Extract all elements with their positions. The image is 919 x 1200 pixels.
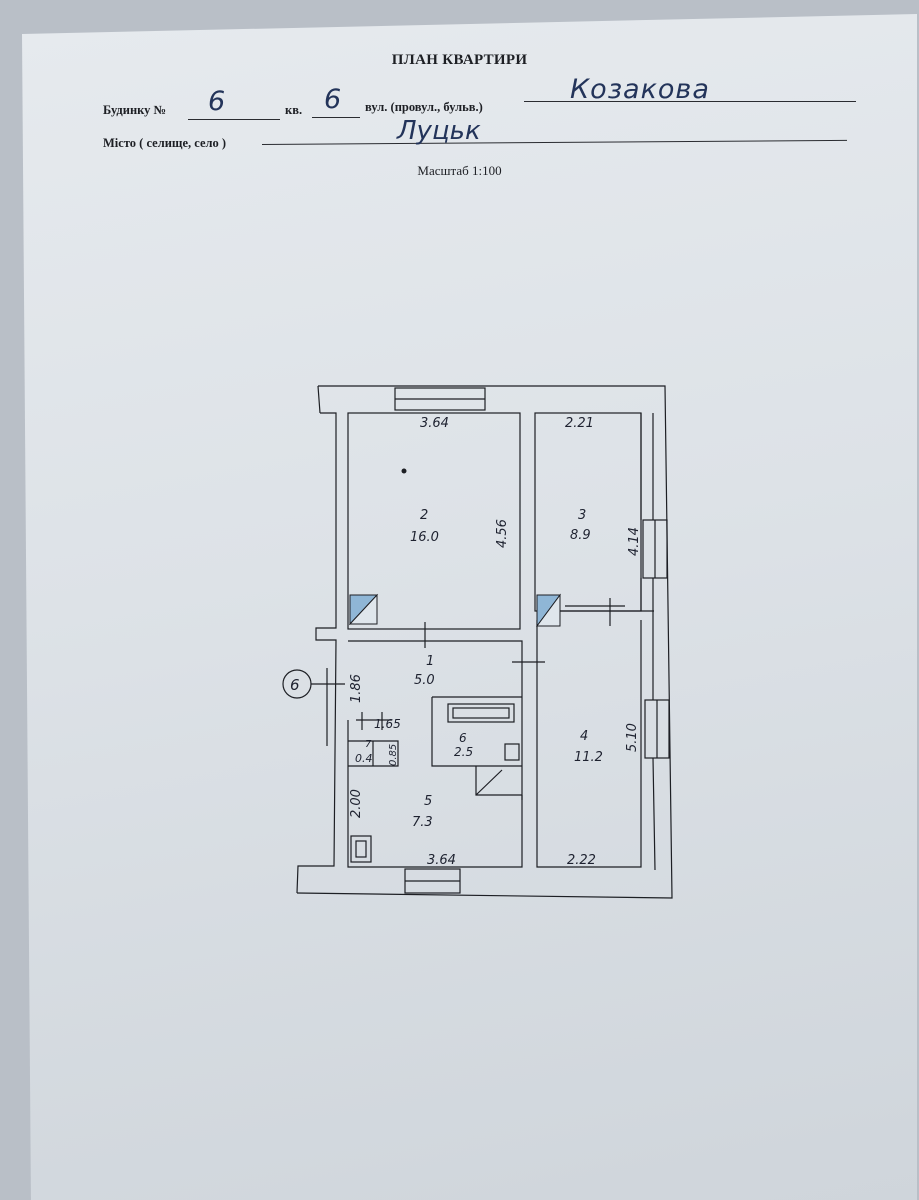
entrance-marker-label: 6 [290,676,300,694]
room-4-area: 11.2 [574,750,603,765]
room-6-number: 6 [459,731,467,745]
room-5-width: 3.64 [427,853,456,868]
city-handwritten: Луцьк [397,116,481,146]
sink [504,743,520,761]
street-underline [524,101,856,102]
room-3-number: 3 [578,508,586,523]
street-label: вул. (провул., бульв.) [365,100,483,114]
house-number-handwritten: 6 [208,86,226,117]
apt-underline [312,117,360,118]
room-1-area: 5.0 [414,673,435,688]
bathtub [447,703,515,723]
room-3-width: 2.21 [565,416,594,431]
house-label: Будинку № [103,103,167,117]
room-5-area: 7.3 [412,815,433,830]
apt-number-handwritten: 6 [324,84,342,115]
house-underline [188,119,280,120]
room-5-number: 5 [424,794,432,809]
room-6-outline [431,696,523,800]
document-title: ПЛАН КВАРТИРИ [391,52,528,68]
room-6-width: 1.65 [374,717,401,731]
room-2-outline [347,412,521,630]
room-1-outline [348,640,523,720]
room-4-number: 4 [580,729,588,744]
room-5-outline [347,720,523,868]
room-1-length: 1.86 [349,674,364,703]
apt-label: кв. [285,103,303,117]
outer-wall-left [296,385,337,894]
room-7-length: 0.85 [388,744,399,766]
room-2-length: 4.56 [495,519,510,548]
room-7-area: 0.4 [355,752,373,765]
room-4-width: 2.22 [567,853,596,868]
room-5-length: 2.00 [349,789,364,818]
room-2-area: 16.0 [410,530,439,545]
room-3-length: 4.14 [627,527,642,556]
outer-wall-outer [296,385,673,899]
room-3-area: 8.9 [570,528,591,543]
city-label: Місто ( селище, село ) [103,136,227,150]
stove [350,835,372,863]
room-2-width: 3.64 [420,416,449,431]
room-3-outline [534,412,642,612]
room-7-number: 7 [365,739,372,750]
room-6-area: 2.5 [454,745,473,759]
street-handwritten: Козакова [570,74,710,105]
scale-note: Масштаб 1:100 [417,163,502,178]
room-1-number: 1 [426,654,434,669]
paper-sheet [22,14,917,1200]
room-4-length: 5.10 [625,723,640,752]
room-2-number: 2 [420,508,428,523]
